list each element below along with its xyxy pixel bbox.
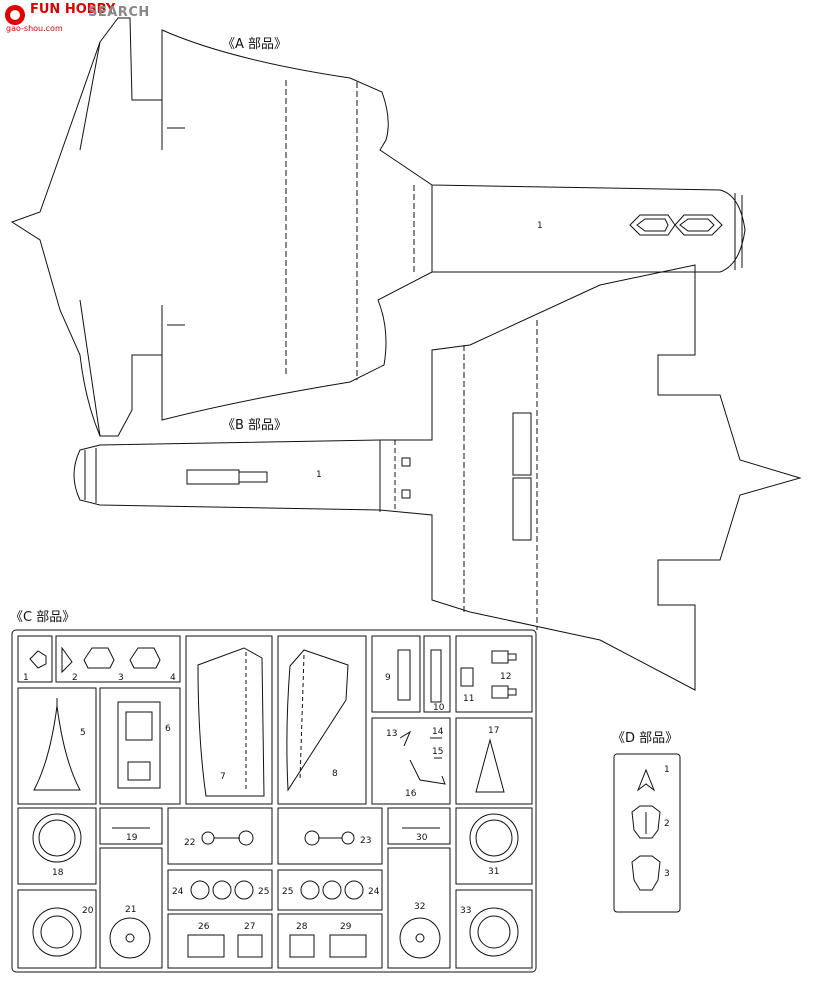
section-label-c: 《C 部品》 [10, 610, 76, 625]
c-num-13: 13 [386, 729, 397, 739]
part-a-aircraft: 1 [10, 17, 746, 437]
c-num-25b: 25 [282, 887, 293, 897]
c-num-16: 16 [405, 789, 417, 799]
section-label-d: 《D 部品》 [612, 731, 679, 746]
c-num-32: 32 [414, 902, 425, 912]
part-b-aircraft: 1 [73, 264, 802, 691]
c-num-29: 29 [340, 922, 352, 932]
c-num-31: 31 [488, 867, 499, 877]
d-num-2: 2 [664, 819, 670, 829]
watermark-logo: FUN HOBBY SEARCH gao-shou.com [4, 2, 164, 36]
c-num-20: 20 [82, 906, 94, 916]
c-num-24b: 24 [368, 887, 380, 897]
c-num-18: 18 [52, 868, 64, 878]
d-num-1: 1 [664, 765, 670, 775]
part-c-sprue: 1 2 3 4 5 6 7 8 9 10 11 12 13 14 15 16 1… [11, 629, 537, 973]
c-num-30: 30 [416, 833, 428, 843]
part-b-number: 1 [316, 470, 322, 480]
c-num-8: 8 [332, 769, 338, 779]
part-a-number: 1 [537, 221, 543, 231]
c-num-33: 33 [460, 906, 471, 916]
sprue-frame [11, 629, 537, 973]
c-num-21: 21 [125, 905, 136, 915]
c-num-27: 27 [244, 922, 255, 932]
c-num-4: 4 [170, 673, 176, 683]
hobby-logo-icon [5, 5, 25, 25]
c-num-23: 23 [360, 836, 371, 846]
c-num-15: 15 [432, 747, 443, 757]
section-label-a: 《A 部品》 [222, 37, 288, 52]
c-num-12: 12 [500, 672, 511, 682]
c-num-25a: 25 [258, 887, 269, 897]
c-num-14: 14 [432, 727, 444, 737]
c-num-7: 7 [220, 772, 226, 782]
part-d-sprue: 1 2 3 [613, 753, 681, 913]
section-label-b: 《B 部品》 [222, 418, 288, 433]
c-num-6: 6 [165, 724, 171, 734]
c-num-24a: 24 [172, 887, 184, 897]
watermark-brand: FUN HOBBY [30, 2, 116, 17]
watermark-search: SEARCH [88, 5, 150, 20]
c-num-1: 1 [23, 673, 29, 683]
c-num-22: 22 [184, 838, 195, 848]
c-num-10: 10 [433, 703, 445, 713]
c-num-11: 11 [463, 694, 474, 704]
c-num-19: 19 [126, 833, 138, 843]
c-num-17: 17 [488, 726, 499, 736]
c-num-5: 5 [80, 728, 86, 738]
watermark-subtitle: gao-shou.com [6, 24, 63, 33]
d-num-3: 3 [664, 869, 670, 879]
c-num-2: 2 [72, 673, 78, 683]
c-num-9: 9 [385, 673, 391, 683]
c-num-28: 28 [296, 922, 308, 932]
c-num-26: 26 [198, 922, 210, 932]
c-num-3: 3 [118, 673, 124, 683]
